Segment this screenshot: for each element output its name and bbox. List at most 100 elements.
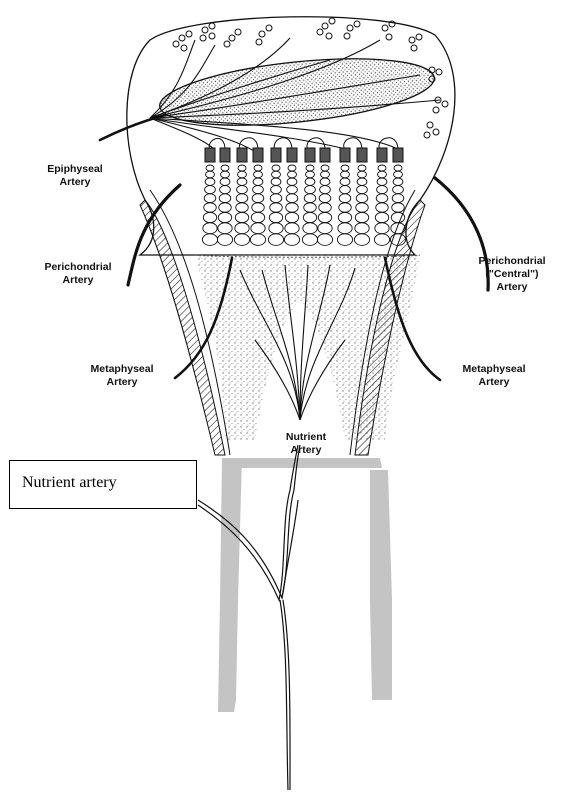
chondrocyte — [340, 186, 351, 194]
nutrient-artery-callout: Nutrient artery — [9, 460, 197, 509]
chondrocyte — [220, 178, 230, 185]
chondrocyte — [376, 203, 389, 213]
chondrocyte — [376, 194, 388, 203]
label-metaphyseal-left: Metaphyseal Artery — [90, 363, 153, 388]
chondrocyte — [217, 234, 232, 246]
chondrocyte — [340, 178, 350, 185]
chondrocyte — [358, 165, 366, 171]
proliferative-cell — [237, 148, 247, 162]
chondrocyte — [237, 178, 247, 185]
label-perichondrial-left: Perichondrial Artery — [44, 261, 111, 286]
chondrocyte — [238, 165, 246, 171]
chondrocyte — [394, 171, 403, 178]
chondrocyte — [219, 194, 231, 203]
svg-text:Artery: Artery — [291, 444, 322, 456]
epiphysis-outline — [127, 17, 455, 255]
chondrocyte — [250, 234, 265, 246]
svg-text:Metaphyseal: Metaphyseal — [90, 363, 153, 375]
chondrocyte — [354, 234, 369, 246]
chondrocyte — [286, 203, 299, 213]
proliferative-cell — [393, 148, 403, 162]
chondrocyte — [356, 194, 368, 203]
chondrocyte — [271, 186, 282, 194]
proliferative-cell — [320, 148, 330, 162]
cartilage-columns — [202, 148, 405, 245]
proliferative-cell — [253, 148, 263, 162]
proliferative-cell — [340, 148, 350, 162]
cartilage-column — [234, 148, 249, 245]
chondrocyte — [270, 194, 282, 203]
chondrocyte — [357, 178, 367, 185]
chondrocyte — [377, 186, 388, 194]
chondrocyte — [251, 223, 265, 234]
chondrocyte — [218, 223, 232, 234]
chondrocyte — [234, 234, 249, 246]
ossification-center — [157, 48, 438, 137]
chondrocyte — [251, 212, 264, 222]
callout-text: Nutrient artery — [22, 474, 117, 491]
chondrocyte — [203, 212, 216, 222]
chondrocyte — [303, 212, 316, 222]
chondrocyte — [320, 186, 331, 194]
chondrocyte — [238, 171, 247, 178]
svg-text:Perichondrial: Perichondrial — [478, 255, 545, 267]
chondrocyte — [287, 186, 298, 194]
chondrocyte — [357, 186, 368, 194]
chondrocyte — [319, 194, 331, 203]
chondrocyte — [236, 194, 248, 203]
chondrocyte — [204, 194, 216, 203]
chondrocyte — [253, 186, 264, 194]
chondrocyte — [254, 171, 263, 178]
chondrocyte — [269, 223, 283, 234]
chondrocyte — [305, 178, 315, 185]
chondrocyte — [272, 171, 281, 178]
chondrocyte — [356, 203, 369, 213]
chondrocyte — [305, 186, 316, 194]
cartilage-column — [374, 148, 389, 245]
svg-text:Nutrient: Nutrient — [286, 431, 327, 443]
svg-text:("Central"): ("Central") — [485, 268, 538, 280]
chondrocyte — [202, 234, 217, 246]
chondrocyte — [286, 194, 298, 203]
svg-text:Perichondrial: Perichondrial — [44, 261, 111, 273]
cartilage-column — [317, 148, 332, 245]
svg-text:Artery: Artery — [60, 176, 91, 188]
cartilage-column — [268, 148, 283, 245]
cartilage-column — [284, 148, 299, 245]
proliferative-cell — [305, 148, 315, 162]
chondrocyte — [235, 223, 249, 234]
chondrocyte — [288, 171, 297, 178]
proliferative-cell — [205, 148, 215, 162]
chondrocyte — [394, 165, 402, 171]
chondrocyte — [272, 165, 280, 171]
chondrocyte — [204, 203, 217, 213]
cartilage-column — [302, 148, 317, 245]
cartilage-column — [250, 148, 265, 245]
chondrocyte — [306, 171, 315, 178]
chondrocyte — [358, 171, 367, 178]
label-metaphyseal-right: Metaphyseal Artery — [462, 363, 525, 388]
chondrocyte — [377, 178, 387, 185]
chondrocyte — [254, 165, 262, 171]
chondrocyte — [303, 223, 317, 234]
chondrocyte — [220, 186, 231, 194]
chondrocyte — [221, 165, 229, 171]
chondrocyte — [284, 234, 299, 246]
chondrocyte — [253, 178, 263, 185]
chondrocyte — [206, 165, 214, 171]
chondrocyte — [237, 186, 248, 194]
svg-text:Artery: Artery — [497, 281, 528, 293]
chondrocyte — [304, 203, 317, 213]
chondrocyte — [268, 234, 283, 246]
chondrocyte — [285, 212, 298, 222]
nutrient-artery-drawn — [198, 445, 300, 790]
svg-text:Artery: Artery — [479, 376, 510, 388]
chondrocyte — [375, 223, 389, 234]
chondrocyte — [206, 171, 215, 178]
chondrocyte — [355, 212, 368, 222]
chondrocyte — [252, 203, 265, 213]
chondrocyte — [393, 186, 404, 194]
chondrocyte — [355, 223, 369, 234]
chondrocyte — [205, 178, 215, 185]
chondrocyte — [236, 203, 249, 213]
